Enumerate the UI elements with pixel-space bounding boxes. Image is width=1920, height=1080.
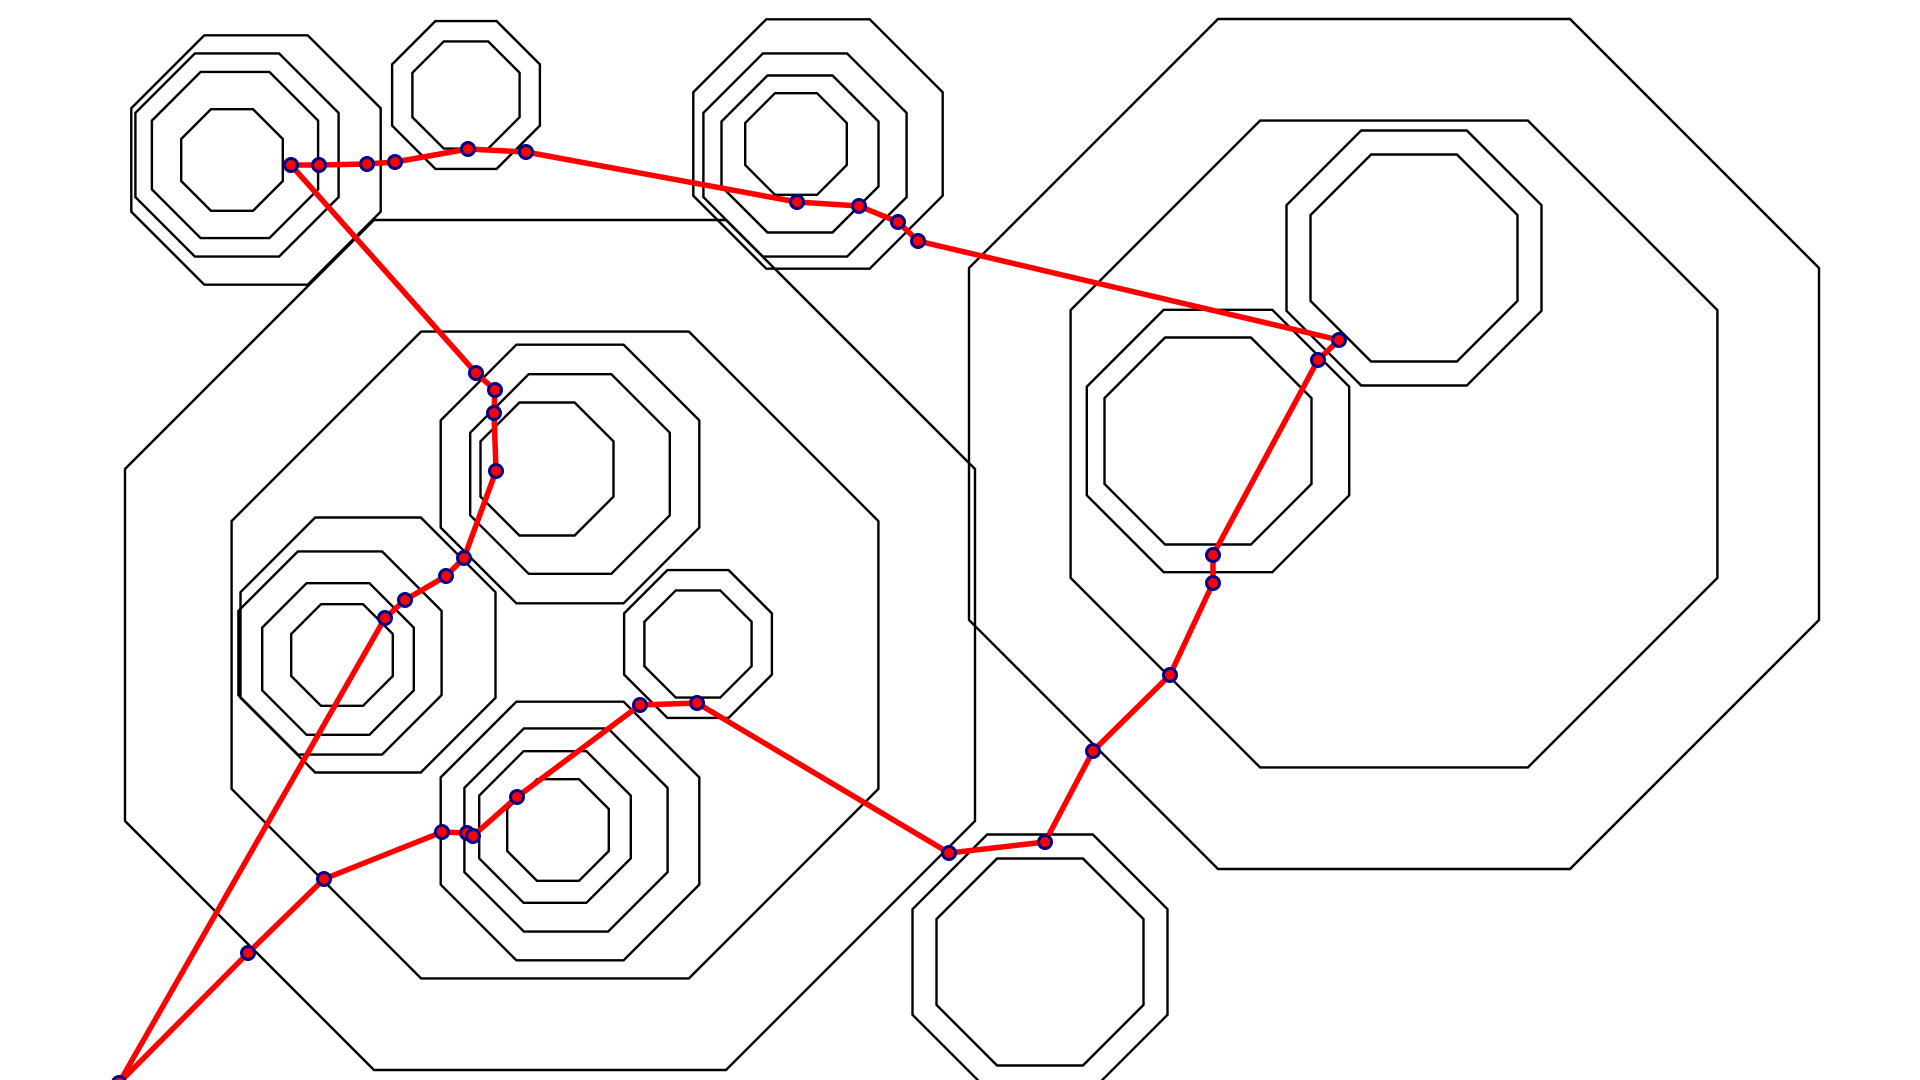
octagon-outline	[479, 401, 615, 537]
waypoint-node	[387, 154, 403, 170]
route-path	[117, 146, 1342, 1080]
octagon-outline	[439, 700, 701, 962]
waypoint-node	[486, 405, 502, 421]
waypoint-node	[377, 610, 393, 626]
waypoint-node	[890, 214, 906, 230]
octagon-outline	[469, 373, 671, 575]
octagon-outline	[692, 18, 944, 270]
octagon-outline	[911, 833, 1169, 1080]
waypoint-node	[240, 945, 256, 961]
octagon-outline	[1103, 336, 1313, 546]
waypoint-node	[468, 365, 484, 381]
route-path-layer	[117, 146, 1342, 1080]
octagon-outline	[720, 74, 880, 234]
waypoint-layer	[111, 141, 1347, 1080]
waypoint-node	[434, 824, 450, 840]
octagon-outline	[1069, 119, 1719, 769]
octagon-outline	[179, 107, 284, 213]
octagon-outline	[622, 568, 774, 720]
waypoint-node	[1331, 332, 1347, 348]
waypoint-node	[1162, 667, 1178, 683]
octagon-outline	[390, 19, 542, 171]
octagon-outline	[239, 516, 497, 774]
octagon-outline	[702, 52, 908, 258]
octagon-layer	[123, 17, 1821, 1080]
waypoint-node	[456, 550, 472, 566]
waypoint-node	[111, 1075, 127, 1080]
octagon-outline	[643, 589, 753, 699]
waypoint-node	[460, 141, 476, 157]
waypoint-node	[488, 463, 504, 479]
octagon-outline	[230, 330, 880, 980]
waypoint-node	[1310, 352, 1326, 368]
octagon-outline	[1309, 153, 1519, 363]
octagon-outline	[439, 343, 701, 605]
waypoint-node	[789, 194, 805, 210]
waypoint-node	[316, 871, 332, 887]
octagon-outline	[967, 17, 1821, 871]
waypoint-node	[910, 233, 926, 249]
waypoint-node	[632, 697, 648, 713]
waypoint-node	[1037, 834, 1053, 850]
waypoint-node	[359, 156, 375, 172]
waypoint-node	[1205, 575, 1221, 591]
waypoint-node	[465, 828, 481, 844]
waypoint-node	[851, 198, 867, 214]
octagon-outline	[478, 750, 632, 904]
waypoint-node	[509, 789, 525, 805]
octagon-outline	[463, 727, 669, 933]
waypoint-node	[311, 157, 327, 173]
waypoint-node	[283, 157, 299, 173]
waypoint-node	[438, 568, 454, 584]
octagon-outline	[1285, 129, 1543, 387]
waypoint-node	[1085, 743, 1101, 759]
octagon-outline	[123, 218, 977, 1072]
waypoint-node	[1205, 547, 1221, 563]
octagon-outline	[261, 582, 415, 736]
octagon-outline	[150, 70, 320, 240]
waypoint-node	[941, 845, 957, 861]
waypoint-node	[689, 695, 705, 711]
waypoint-node	[518, 144, 534, 160]
waypoint-node	[397, 592, 413, 608]
octagon-outline	[130, 34, 382, 286]
octagon-outline	[744, 91, 848, 197]
octagon-outline	[935, 857, 1145, 1067]
octagon-outline	[134, 52, 340, 258]
waypoint-node	[487, 382, 503, 398]
